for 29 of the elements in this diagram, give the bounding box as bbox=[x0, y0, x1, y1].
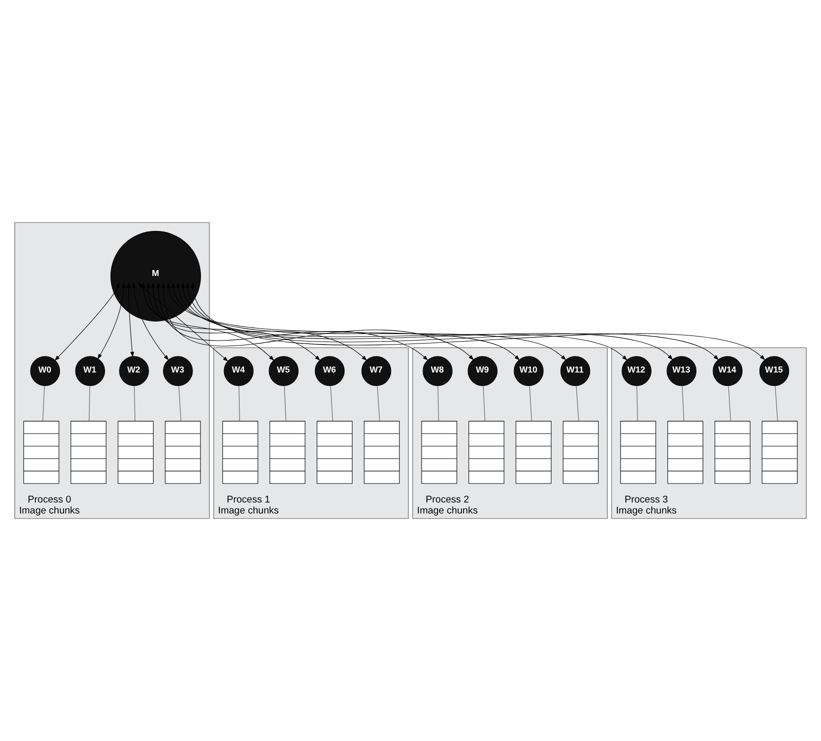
connector bbox=[682, 385, 684, 422]
arrow bbox=[98, 282, 126, 360]
connector bbox=[576, 385, 579, 422]
arrow bbox=[156, 282, 428, 361]
node-circle: W1 bbox=[75, 356, 106, 386]
arrow bbox=[151, 282, 368, 361]
connector bbox=[238, 385, 240, 422]
connector bbox=[284, 385, 286, 422]
node-circle: W2 bbox=[119, 356, 149, 386]
node-circle: W13 bbox=[666, 356, 696, 386]
arrow bbox=[141, 282, 274, 361]
node-circle: M bbox=[110, 230, 201, 322]
connector bbox=[42, 385, 45, 422]
arrow bbox=[126, 282, 134, 358]
arrow bbox=[54, 282, 120, 361]
connector bbox=[529, 385, 532, 422]
connector bbox=[377, 385, 380, 422]
connector bbox=[636, 385, 638, 422]
connector bbox=[774, 385, 778, 422]
connector bbox=[134, 385, 136, 422]
arrow bbox=[132, 282, 169, 360]
connector bbox=[438, 385, 439, 422]
arrow bbox=[138, 282, 228, 362]
connector bbox=[178, 385, 182, 422]
connector bbox=[88, 385, 90, 422]
connector bbox=[483, 385, 486, 422]
connector bbox=[728, 385, 731, 422]
arrow bbox=[146, 282, 320, 361]
connector bbox=[330, 385, 333, 422]
